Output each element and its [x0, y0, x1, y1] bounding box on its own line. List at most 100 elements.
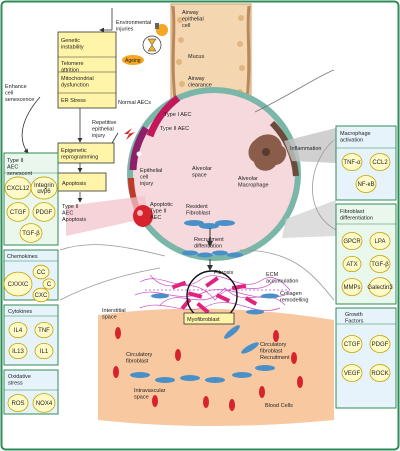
blood-cells-icons: [113, 327, 303, 411]
fibrosis-label: Fibrosis: [214, 270, 234, 276]
senescent-bubble: [30, 176, 58, 200]
growth-item-label: VEGF: [344, 371, 361, 377]
growth-item-label: CTGF: [344, 342, 361, 348]
type2-label: Type II AEC: [160, 126, 189, 132]
growth-bubble: [369, 335, 391, 353]
cytokines-bubble: [8, 321, 28, 339]
apoptosis-label: Apoptosis: [62, 181, 86, 187]
fibroblast-diff-item-label: TGF-β: [371, 262, 389, 268]
myofibroblast-label: Myofibroblast: [187, 317, 220, 323]
cytokines-item-label: TNF: [38, 328, 50, 334]
oxidative-item-label: ROS: [11, 401, 24, 407]
growth-bubble: [341, 364, 363, 382]
macrophage-act-bubble: [341, 153, 363, 171]
cytokines-item-label: IL4: [14, 328, 23, 334]
oxidative-item-label: NOX4: [36, 401, 53, 407]
inflammation-label: Inflammation: [290, 146, 322, 152]
senescent-bubble: [6, 202, 30, 222]
oxidative-bubble: [32, 393, 56, 413]
cytokines-bubble: [34, 321, 54, 339]
chemokines-bubble: [42, 278, 56, 290]
senescent-item-label: TGF-β: [22, 231, 40, 237]
chemokines-bubble: [32, 287, 50, 303]
cytokines-item-label: IL13: [12, 349, 24, 355]
cytokines-bubble: [8, 342, 28, 360]
alveolus: [127, 87, 301, 261]
senescent-bubble: [32, 202, 56, 222]
interstitium: [98, 308, 334, 426]
chemokines-item-label: CXXXC: [8, 282, 29, 288]
macrophage-icon: [248, 134, 287, 171]
fibroblast-diff-bubble: [342, 255, 362, 273]
fibroblast-diff-bubble: [341, 278, 363, 296]
lightning-icon: [124, 128, 135, 140]
chemokines-bubble: [3, 271, 33, 297]
myofibroblast-box: [183, 312, 235, 325]
senescent-item-label: CTGF: [10, 210, 27, 216]
causes-box: [57, 31, 117, 109]
recruited-fibroblasts: [182, 250, 243, 258]
mucus-label: Mucus: [188, 54, 204, 60]
apoptosis-wedge: [66, 196, 147, 236]
hourglass-icon: [142, 35, 162, 55]
fibroblast-diff-item-label: ATX: [346, 262, 357, 268]
fibroblast-diff-bubble: [341, 232, 363, 250]
cytokines-title: Cytokines: [8, 309, 32, 315]
growth-item-label: PDGF: [372, 342, 389, 348]
ageing-badge: [122, 55, 144, 65]
growth-panel: [335, 307, 397, 409]
chemokines-item-label: CC: [37, 270, 46, 276]
macrophage-act-item-label: NF-κB: [358, 182, 375, 188]
fibroblast-diff-bubble: [369, 232, 391, 250]
fibroblast-wedge: [282, 200, 336, 238]
macrophage-act-bubble: [355, 175, 377, 193]
growth-item-label: ROCK: [371, 371, 388, 377]
circulatory-fibroblasts: [130, 325, 275, 383]
growth-bubble: [369, 364, 391, 382]
senescent-item-label: CXCL12: [7, 186, 30, 192]
chemokines-bubble: [32, 264, 50, 280]
oxidative-bubble: [7, 394, 29, 412]
cytokines-item-label: IL1: [40, 349, 49, 355]
macrophage-act-item-label: TNF-α: [343, 160, 361, 166]
macrophage-act-item-label: CCL2: [372, 160, 388, 166]
resident-fibroblast-icons: [184, 220, 235, 229]
fibroblast-diff-item-label: LPA: [375, 239, 386, 245]
ecm-fibers: [151, 276, 279, 315]
inflammation-wedge: [284, 128, 336, 163]
blood-cells-label: Blood Cells: [265, 403, 293, 409]
cytokines-bubble: [34, 342, 54, 360]
fibroblast-diff-bubble: [368, 277, 392, 297]
environment-icon: [155, 23, 168, 36]
fibroblast-diff-item-label: GPCR: [343, 239, 361, 245]
senescent-bubble: [19, 223, 43, 243]
fibroblast-diff-item-label: MMPs: [344, 285, 361, 291]
